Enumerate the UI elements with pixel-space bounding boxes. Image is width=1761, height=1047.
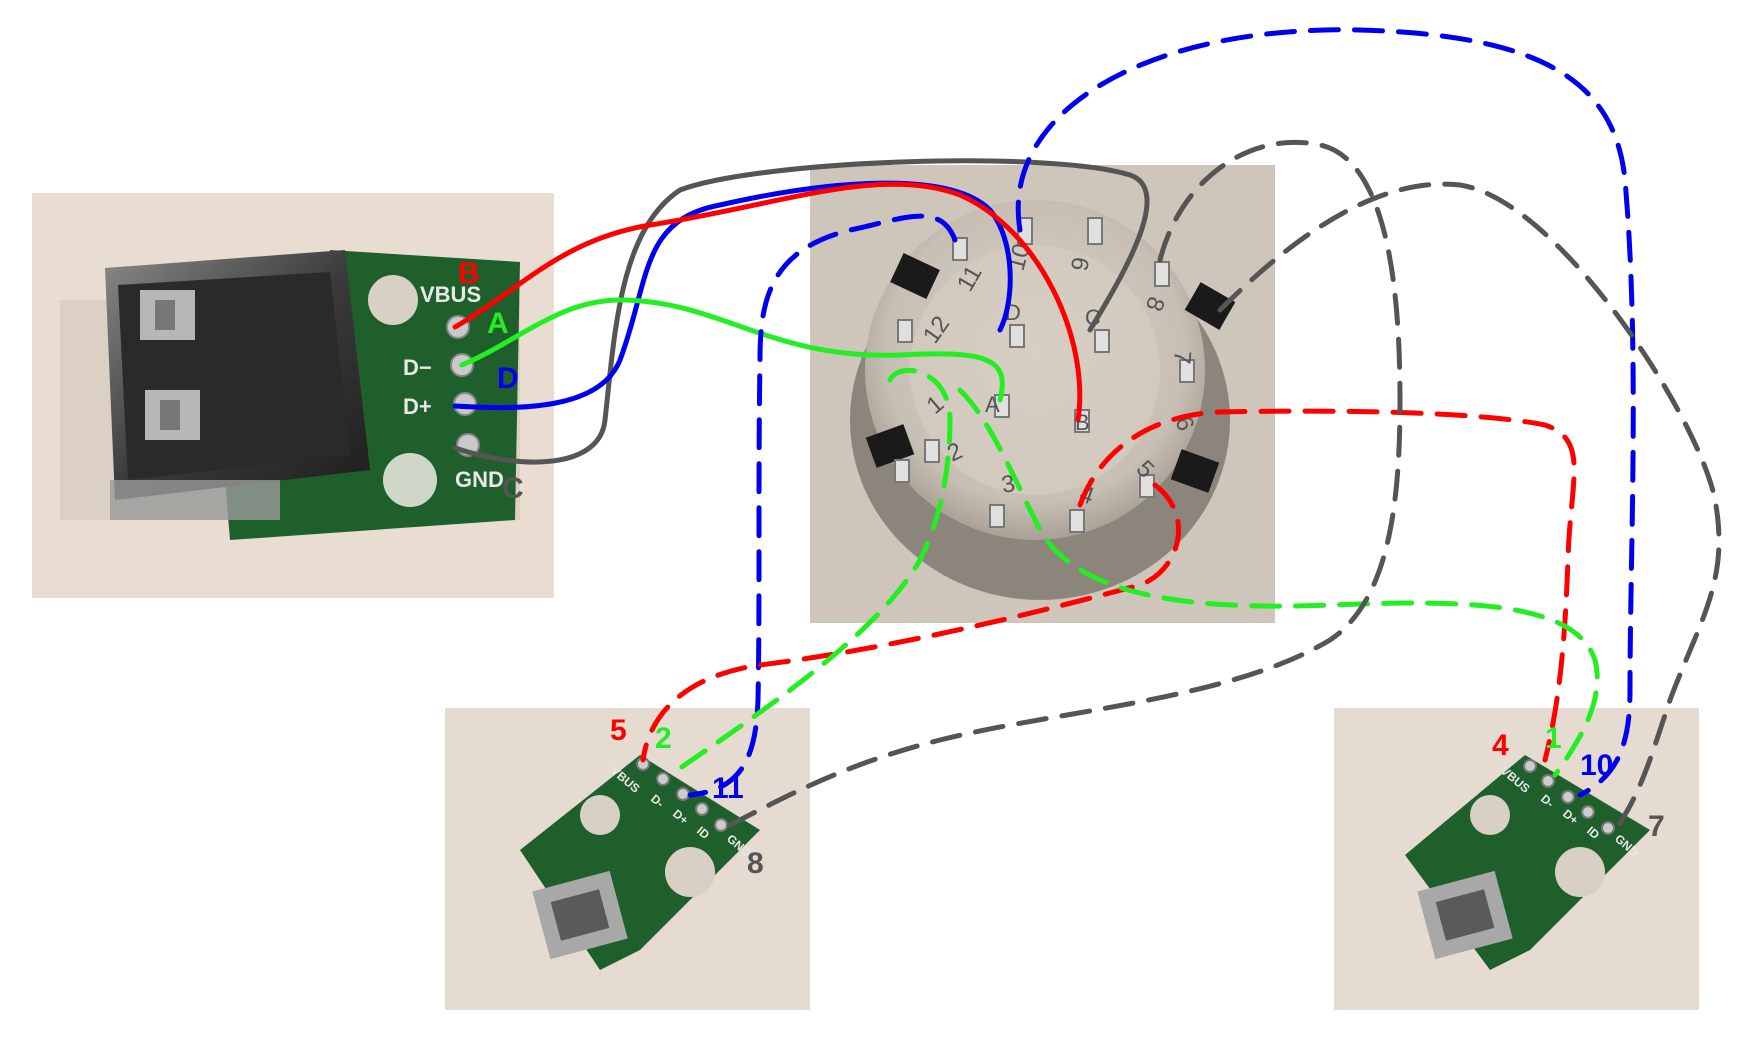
wire-dashed-green-1 — [957, 387, 1600, 778]
wire-dashed-gray-7 — [1217, 181, 1722, 833]
wire-dashed-gray-8 — [717, 139, 1403, 833]
wire-dashed-blue-10 — [1015, 27, 1636, 798]
wire-solid-green-dminus — [459, 297, 1005, 403]
label-left-vbus-5: 5 — [610, 714, 627, 747]
micro-usb-right-photo: VBUS D- D+ ID GND — [1334, 708, 1699, 1010]
terminal-letter-c: C — [1085, 305, 1101, 330]
micro-usb-right-labels: 4 1 10 7 — [1492, 722, 1665, 843]
label-left-dp-11: 11 — [712, 772, 744, 805]
wire-dashed-blue-11 — [687, 213, 958, 798]
dial-number-9: 9 — [1066, 255, 1095, 273]
wire-solid-blue-dplus — [452, 180, 1013, 411]
rotary-switch-photo: 10 9 11 12 1 2 3 4 5 6 7 8 D C A B — [810, 165, 1275, 623]
label-left-dm-2: 2 — [655, 722, 672, 755]
label-right-gnd-7: 7 — [1648, 810, 1665, 843]
label-c: C — [502, 472, 524, 505]
switch-terminals — [894, 217, 1195, 533]
usb-a-wire-labels: B A D C — [458, 257, 524, 505]
wire-solid-red-vbus — [452, 181, 1083, 423]
wire-dashed-green-2 — [667, 367, 953, 778]
terminal-letter-a: A — [985, 392, 1000, 417]
dial-number-7: 7 — [1168, 349, 1196, 365]
micro-usb-left-photo: VBUS D- D+ ID GND — [445, 708, 810, 1010]
silk-gnd: GND — [455, 467, 504, 492]
silk-dplus: D+ — [403, 394, 432, 419]
silk-dminus: D− — [403, 355, 432, 380]
label-b: B — [458, 257, 480, 290]
silk-vbus: VBUS — [420, 282, 481, 307]
wire-dashed-red-4 — [640, 482, 1181, 763]
label-right-dm-1: 1 — [1545, 722, 1562, 755]
micro-usb-left-labels: 5 2 11 8 — [610, 714, 764, 880]
label-right-vbus-4: 4 — [1492, 729, 1509, 762]
label-left-gnd-8: 8 — [747, 847, 764, 880]
label-right-dp-10: 10 — [1580, 749, 1613, 782]
usb-a-receptacle — [105, 250, 370, 520]
wire-solid-gray-gnd — [452, 158, 1150, 465]
label-d: D — [497, 362, 519, 395]
usb-a-breakout-photo: VBUS D− D+ GND — [32, 193, 554, 598]
label-a: A — [487, 307, 509, 340]
